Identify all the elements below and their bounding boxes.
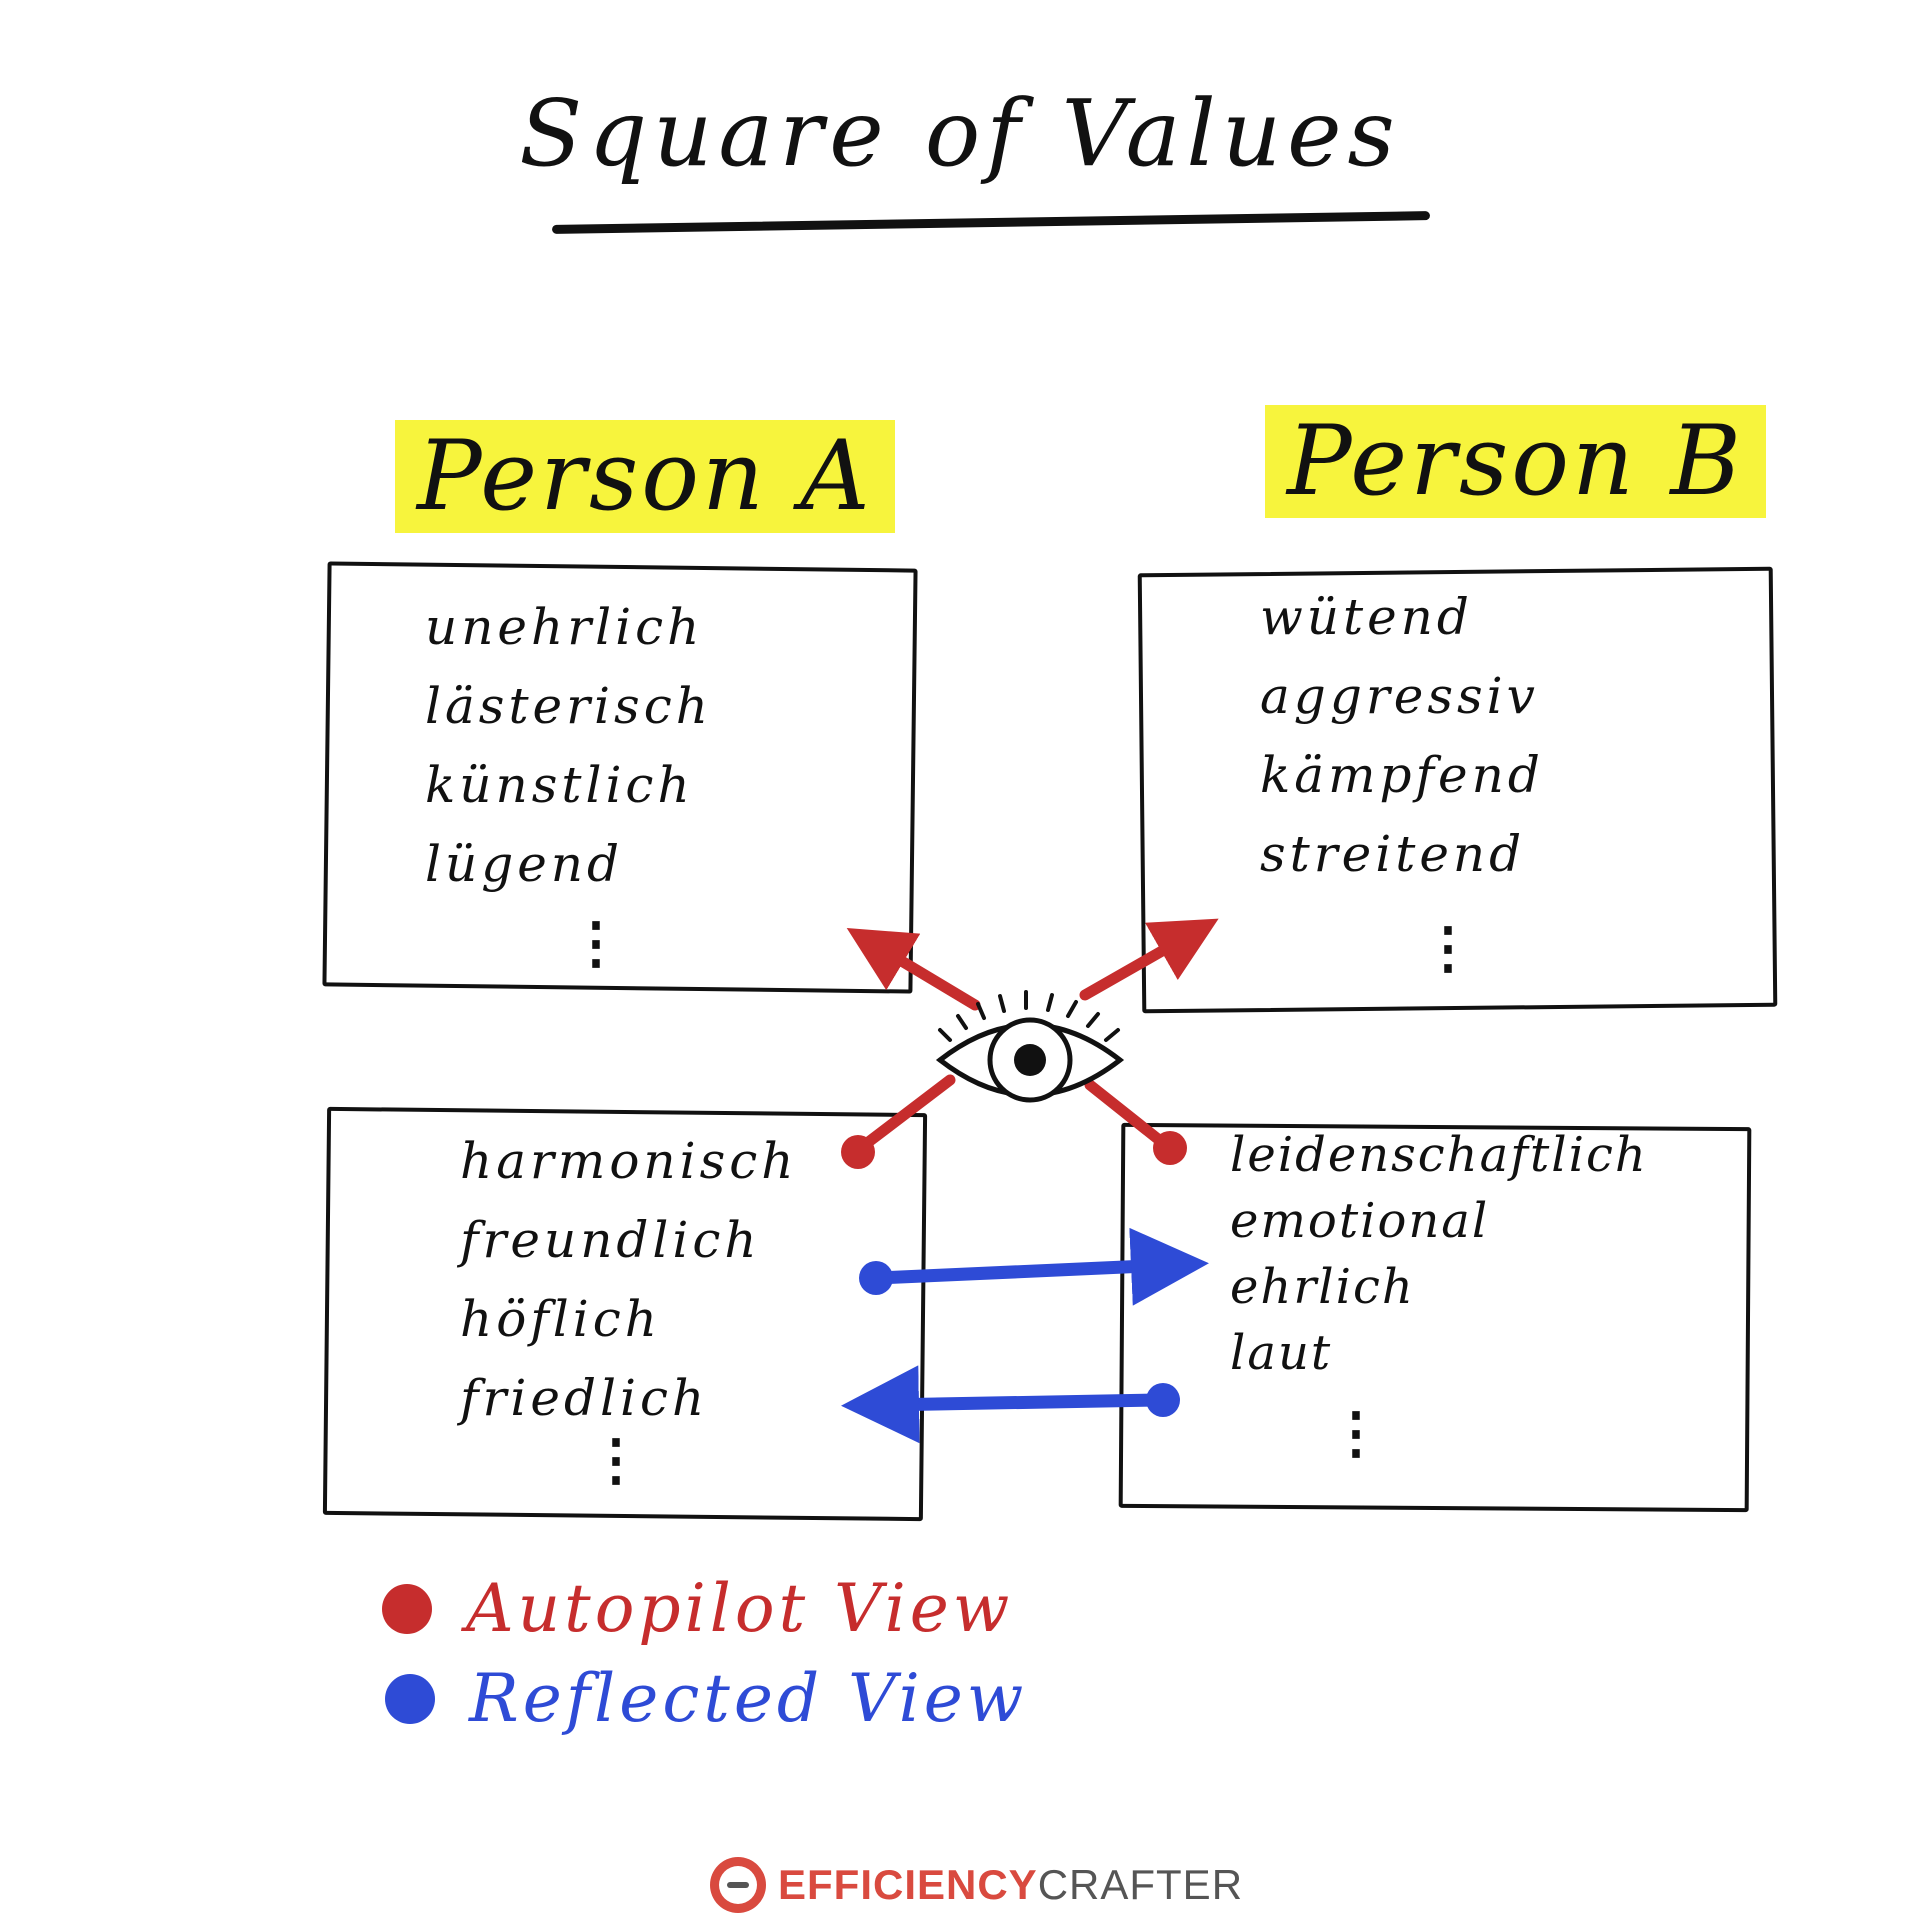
legend-autopilot: Autopilot View <box>382 1570 1013 1647</box>
person-a-positive-list: harmonisch freundlich höflich friedlich <box>460 1122 798 1438</box>
trait-item: streitend <box>1260 825 1526 883</box>
brand-logo: EFFICIENCY CRAFTER <box>710 1855 1243 1915</box>
autopilot-link-a <box>852 1074 956 1156</box>
person-b-heading: Person B <box>1265 405 1766 518</box>
trait-item: laut <box>1230 1325 1333 1381</box>
autopilot-link-b <box>1084 1079 1174 1153</box>
legend-reflected: Reflected View <box>385 1660 1027 1737</box>
autopilot-arrow-to-b <box>1079 918 1219 1001</box>
trait-item: kämpfend <box>1260 746 1544 804</box>
person-a-heading: Person A <box>395 420 895 533</box>
trait-item: lügend <box>425 835 623 893</box>
trait-item: friedlich <box>460 1369 709 1427</box>
trait-item: emotional <box>1230 1193 1490 1249</box>
trait-item: wütend <box>1260 588 1473 646</box>
efficiency-crafter-logo-icon <box>710 1857 766 1913</box>
more-marker: ⋮ <box>1328 1400 1384 1466</box>
trait-item: aggressiv <box>1260 667 1539 725</box>
trait-item: ehrlich <box>1230 1259 1415 1315</box>
trait-item: leidenschaftlich <box>1230 1127 1648 1183</box>
autopilot-arrow-to-a <box>846 928 981 1011</box>
person-b-positive-list: leidenschaftlich emotional ehrlich laut <box>1230 1122 1648 1386</box>
autopilot-dot-b <box>1153 1131 1187 1165</box>
trait-item: höflich <box>460 1290 661 1348</box>
autopilot-dot-a <box>841 1135 875 1169</box>
person-b-negative-list: wütend aggressiv kämpfend streitend <box>1260 578 1544 894</box>
more-marker: ⋮ <box>568 910 624 976</box>
legend-reflected-label: Reflected View <box>469 1660 1028 1737</box>
legend-autopilot-label: Autopilot View <box>466 1570 1014 1647</box>
reflected-dot-a <box>859 1261 893 1295</box>
autopilot-dot-icon <box>382 1583 432 1634</box>
trait-item: freundlich <box>460 1211 761 1269</box>
more-marker: ⋮ <box>1420 915 1476 981</box>
trait-item: unehrlich <box>425 598 704 656</box>
trait-item: lästerisch <box>425 677 712 735</box>
person-a-negative-list: unehrlich lästerisch künstlich lügend <box>425 588 712 904</box>
reflected-dot-icon <box>385 1673 435 1724</box>
reflected-dot-b <box>1146 1383 1180 1417</box>
eye-icon <box>935 990 1125 1103</box>
trait-item: künstlich <box>425 756 694 814</box>
reflected-arrow-b-to-a <box>841 1365 1167 1444</box>
logo-text-part2: CRAFTER <box>1037 1861 1244 1908</box>
logo-text-part1: EFFICIENCY <box>778 1861 1038 1908</box>
trait-item: harmonisch <box>460 1132 798 1190</box>
page-title: Square of Values <box>519 80 1401 187</box>
more-marker: ⋮ <box>588 1427 644 1493</box>
reflected-arrow-a-to-b <box>871 1227 1209 1306</box>
